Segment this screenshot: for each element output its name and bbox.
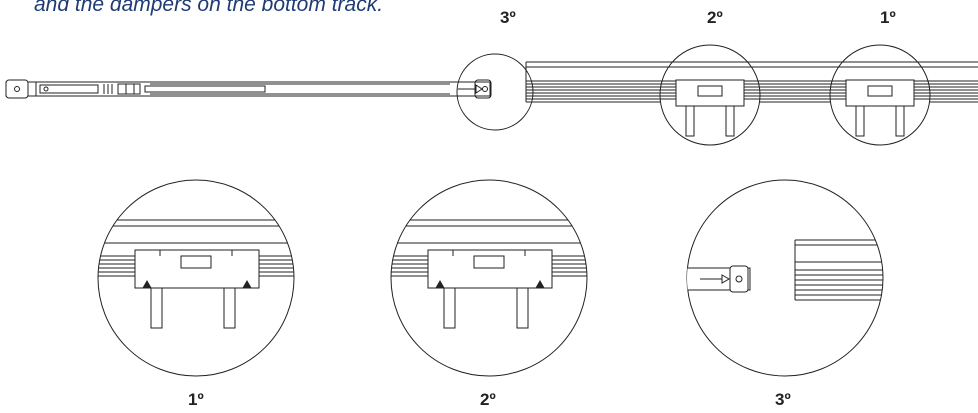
detail-circle-top-2 [659,44,761,146]
detail-circle-bottom-1 [97,179,295,377]
detail-circle-top-3 [456,53,534,131]
step-label-top-3: 3º [500,8,516,27]
detail-circle-bottom-3 [686,179,884,377]
step-label-bottom-1: 1º [188,390,204,409]
step-label-top-2: 2º [707,8,723,27]
step-label-top-1: 1º [880,8,896,27]
step-label-bottom-2: 2º [480,390,496,409]
step-label-bottom-3: 3º [775,390,791,409]
detail-circle-top-1 [829,44,931,146]
detail-circle-bottom-2 [390,179,588,377]
damper-bar [5,79,491,99]
instruction-caption: and the dampers on the bottom track. [34,0,384,16]
